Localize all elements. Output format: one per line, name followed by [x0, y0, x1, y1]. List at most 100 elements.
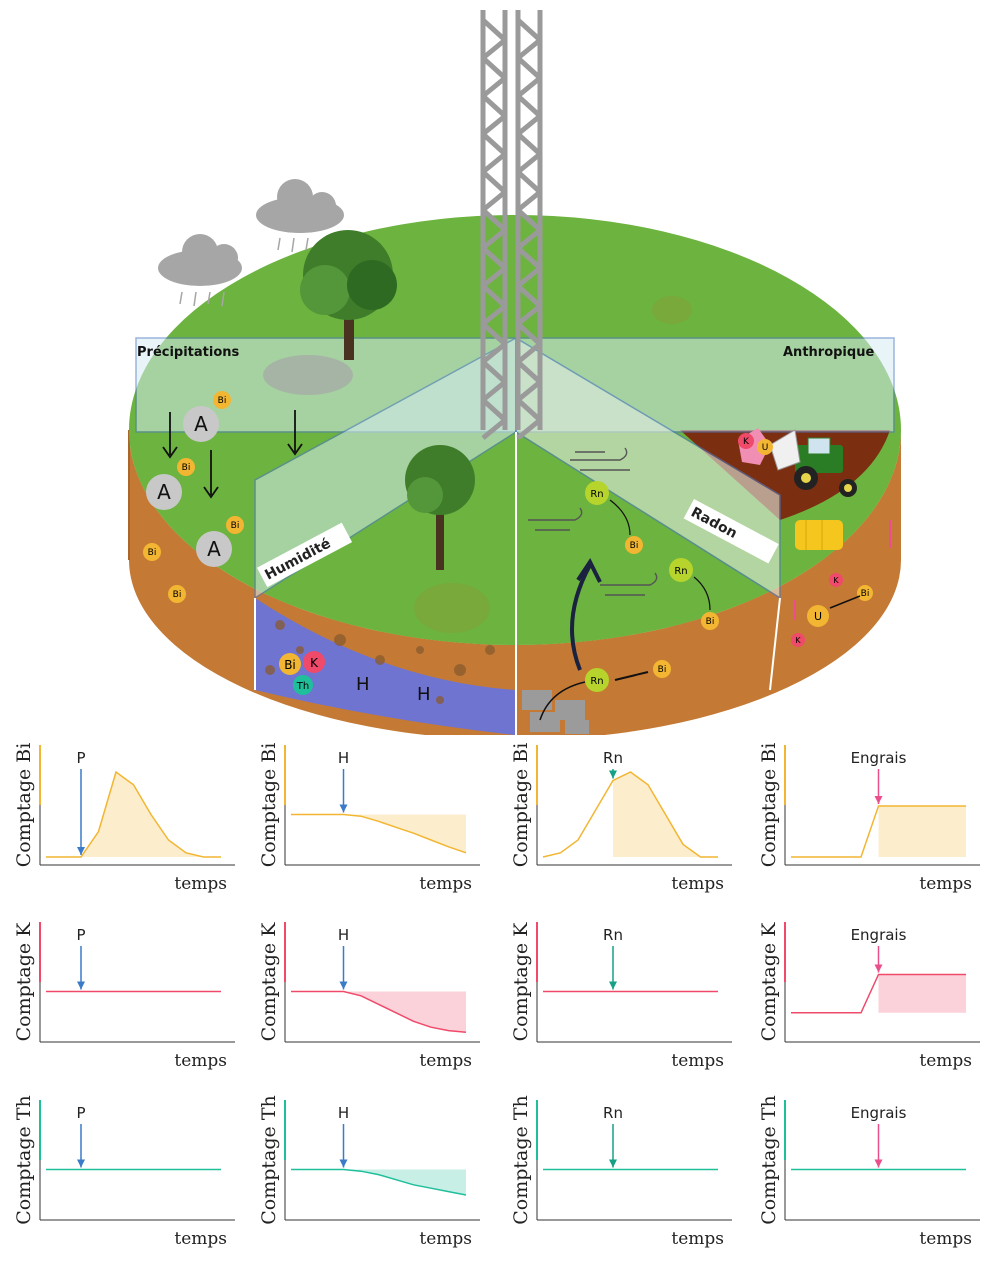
soil-pebbles: [265, 620, 495, 704]
y-axis-label: Comptage K: [258, 922, 280, 1042]
count-curve: [291, 990, 467, 1034]
svg-text:Th: Th: [296, 681, 309, 692]
svg-text:U: U: [814, 610, 822, 623]
svg-text:A: A: [194, 412, 208, 436]
radon-arrows: [539, 499, 711, 721]
chart-svg: Comptage Bi temps Engrais: [758, 743, 980, 894]
count-curve: [791, 973, 966, 1014]
x-axis-label: temps: [671, 1051, 724, 1071]
svg-text:Rn: Rn: [674, 566, 687, 577]
event-label: Engrais: [851, 749, 907, 767]
tree-icon: [300, 230, 397, 360]
count-curve: [291, 813, 467, 854]
svg-text:Bi: Bi: [148, 548, 157, 558]
event-label: Engrais: [851, 1104, 907, 1122]
y-axis-label: Comptage Th: [258, 1095, 280, 1224]
aerosol-particles: A A A: [146, 406, 232, 567]
mast-icon: [480, 10, 543, 440]
event-arrow-head: [874, 1159, 883, 1168]
x-axis-label: temps: [419, 874, 472, 894]
event-arrow-head: [874, 964, 883, 973]
chart-k-precipitations: Comptage K temps P: [0, 912, 235, 1092]
svg-text:H: H: [417, 684, 431, 705]
x-axis-label: temps: [671, 874, 724, 894]
chart-k-radon: Comptage K temps Rn: [497, 912, 732, 1092]
tree-icon: [405, 445, 475, 570]
event-label: P: [76, 1104, 85, 1122]
label-anthropique: Anthropique: [783, 345, 874, 360]
chart-svg: Comptage K temps H: [258, 922, 480, 1071]
svg-text:Bi: Bi: [284, 658, 296, 672]
svg-text:A: A: [157, 480, 171, 504]
y-axis-label: Comptage Bi: [258, 743, 280, 868]
event-arrow-head: [77, 981, 85, 990]
curve-shaded-area: [343, 991, 466, 1033]
hay-bale-icon: [795, 520, 843, 550]
event-arrow-head: [339, 1159, 348, 1168]
event-arrow-head: [339, 981, 348, 990]
y-axis-label: Comptage Bi: [758, 743, 780, 868]
event-label: P: [76, 926, 85, 944]
y-axis-label: Comptage Bi: [13, 743, 35, 868]
humidity-soil-section: [255, 598, 515, 735]
y-axis-label: Comptage K: [758, 922, 780, 1042]
event-label: P: [76, 749, 85, 767]
y-axis-label: Comptage K: [510, 922, 532, 1042]
chart-svg: Comptage K temps P: [13, 922, 235, 1071]
curve-shaded-area: [878, 806, 966, 857]
event-label: H: [338, 1104, 349, 1122]
svg-text:Bi: Bi: [706, 617, 715, 627]
chart-k-humidite: Comptage K temps H: [245, 912, 480, 1092]
svg-text:Rn: Rn: [590, 676, 603, 687]
soil-nuclides: Bi K Th H H: [279, 651, 431, 705]
x-axis-label: temps: [419, 1051, 472, 1071]
svg-text:K: K: [310, 656, 319, 670]
svg-text:U: U: [762, 443, 769, 453]
cloud-icon: [256, 179, 344, 253]
y-axis-label: Comptage K: [13, 922, 35, 1042]
cloud-icon: [158, 234, 242, 307]
curve-shaded-area: [343, 814, 466, 853]
anthropique-nuclides: U K K: [791, 520, 891, 647]
event-label: Rn: [603, 926, 623, 944]
svg-text:Bi: Bi: [173, 590, 182, 600]
fertilizer-bag-icon: K U: [738, 428, 773, 465]
count-curve: [46, 770, 221, 858]
svg-text:Rn: Rn: [590, 489, 603, 500]
y-axis-label: Comptage Th: [510, 1095, 532, 1224]
event-label: H: [338, 749, 349, 767]
event-label: H: [338, 926, 349, 944]
svg-text:Bi: Bi: [861, 589, 870, 599]
cloud-icon: [263, 355, 353, 395]
x-axis-label: temps: [174, 1051, 227, 1071]
x-axis-label: temps: [919, 874, 972, 894]
radon-particles: Rn Rn Rn: [585, 481, 693, 692]
count-curve: [542, 771, 718, 858]
chart-th-humidite: Comptage Th temps H: [245, 1090, 480, 1270]
event-label: Rn: [603, 1104, 623, 1122]
svg-text:Bi: Bi: [630, 541, 639, 551]
label-precipitations: Précipitations: [137, 345, 240, 360]
event-arrow-head: [339, 804, 348, 813]
svg-text:K: K: [833, 576, 839, 585]
bi-particles: Bi Bi Bi Bi Bi Bi Bi Bi Bi: [143, 391, 873, 678]
curve-shaded-area: [878, 974, 966, 1013]
svg-text:Bi: Bi: [182, 463, 191, 473]
bush-icon: [414, 583, 490, 633]
x-axis-label: temps: [419, 1229, 472, 1249]
event-label: Engrais: [851, 926, 907, 944]
chart-svg: Comptage Bi temps H: [258, 743, 480, 894]
svg-text:Bi: Bi: [218, 396, 227, 406]
svg-text:H: H: [356, 674, 370, 695]
tractor-icon: [769, 429, 857, 497]
svg-text:Bi: Bi: [658, 665, 667, 675]
chart-svg: Comptage Th temps H: [258, 1095, 480, 1249]
wind-icon: [528, 447, 658, 596]
